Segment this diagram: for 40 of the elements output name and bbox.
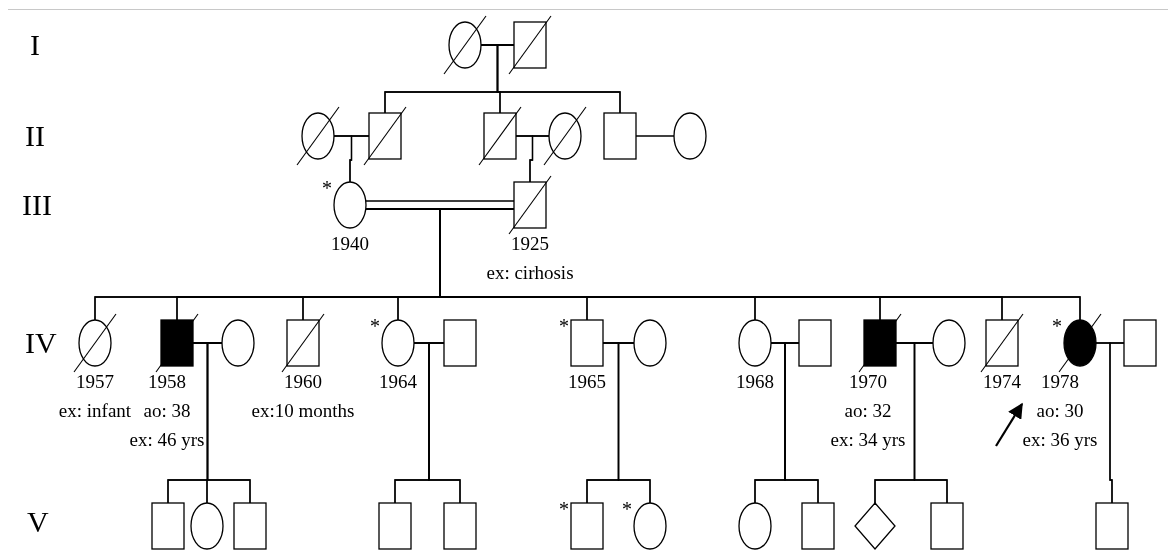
asterisk-mark: * [370,316,380,336]
asterisk-mark: * [622,499,632,519]
annotation-text: ex: infant [58,399,132,423]
annotation-text: 1940 [331,232,369,256]
generation-label: IV [25,326,57,360]
annotation-text: 1958 [148,370,186,394]
pedigree-line [1109,342,1125,504]
pedigree-line [349,135,370,183]
pedigree-line [617,342,651,504]
pedigree-line [913,342,948,504]
annotation-text: ao: 38 [143,399,191,423]
asterisk-mark: * [559,316,569,336]
annotation-text: 1968 [736,370,774,394]
annotation-text: ex: 46 yrs [129,428,205,452]
annotation-text: 1957 [76,370,114,394]
annotation-text: 1965 [568,370,606,394]
annotation-text: 1960 [284,370,322,394]
annotation-text: 1974 [983,370,1021,394]
annotation-text: ao: 30 [1036,399,1084,423]
pedigree-line [529,135,550,183]
annotation-text: ex: cirhosis [486,261,574,285]
annotation-text: 1964 [379,370,417,394]
asterisk-mark: * [559,499,569,519]
pedigree-line [206,342,251,504]
asterisk-mark: * [322,178,332,198]
annotation-text: 1970 [849,370,887,394]
annotation-text: 1978 [1041,370,1079,394]
annotation-text: ex:10 months [251,399,355,423]
generation-label: I [30,28,40,62]
pedigree-line [784,342,819,504]
asterisk-mark: * [1052,316,1062,336]
generation-label: V [27,505,49,539]
annotation-text: ex: 36 yrs [1022,428,1098,452]
generation-label: III [22,188,52,222]
generation-label: II [25,119,45,153]
annotation-text: ex: 34 yrs [830,428,906,452]
annotation-text: 1925 [511,232,549,256]
proband-arrow [995,402,1023,447]
annotation-text: ao: 32 [844,399,892,423]
pedigree-line [428,342,461,504]
